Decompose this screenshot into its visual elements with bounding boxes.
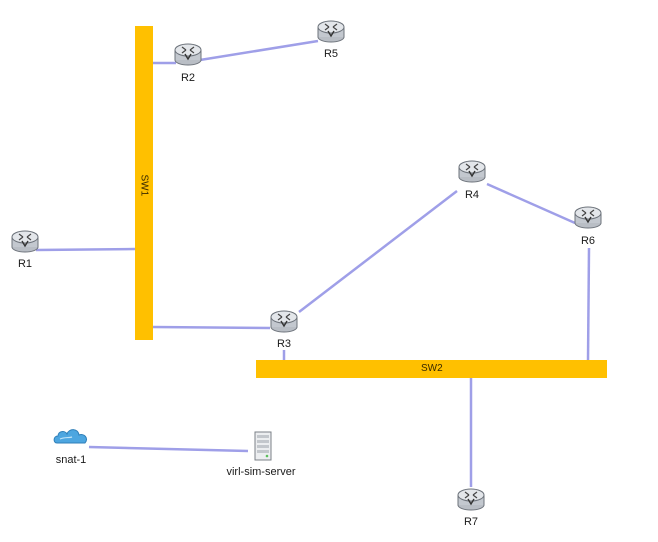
link-snat-server[interactable] [88, 445, 249, 453]
server-icon[interactable] [254, 431, 272, 461]
links [35, 39, 591, 487]
router-r2-icon[interactable] [174, 43, 202, 66]
router-r7-label: R7 [463, 516, 479, 528]
link-sw1-r3[interactable] [152, 325, 271, 330]
snat-label: snat-1 [55, 454, 87, 466]
router-r4-label: R4 [464, 189, 480, 201]
link-r3-r4[interactable] [298, 190, 458, 313]
switch-sw2-label: SW2 [421, 363, 443, 374]
link-r2-r5[interactable] [199, 39, 319, 62]
router-r5-icon[interactable] [317, 20, 345, 43]
cloud-icon[interactable] [53, 429, 87, 444]
switch-sw1[interactable] [135, 26, 153, 340]
router-r2-label: R2 [180, 72, 196, 84]
server-label: virl-sim-server [226, 466, 296, 478]
router-r6-icon[interactable] [574, 206, 602, 229]
router-r4-icon[interactable] [458, 160, 486, 183]
router-r5-label: R5 [323, 48, 339, 60]
router-r1-icon[interactable] [11, 230, 39, 253]
link-r4-r6[interactable] [486, 182, 576, 225]
router-r1-label: R1 [17, 258, 33, 270]
link-r6-sw2[interactable] [586, 247, 591, 362]
router-r3-icon[interactable] [270, 310, 298, 333]
link-sw1-r1[interactable] [35, 247, 136, 252]
switch-sw2[interactable] [256, 360, 607, 378]
router-r3-label: R3 [276, 338, 292, 350]
switch-sw1-label: SW1 [138, 174, 150, 197]
router-r6-label: R6 [580, 235, 596, 247]
router-r7-icon[interactable] [457, 488, 485, 511]
